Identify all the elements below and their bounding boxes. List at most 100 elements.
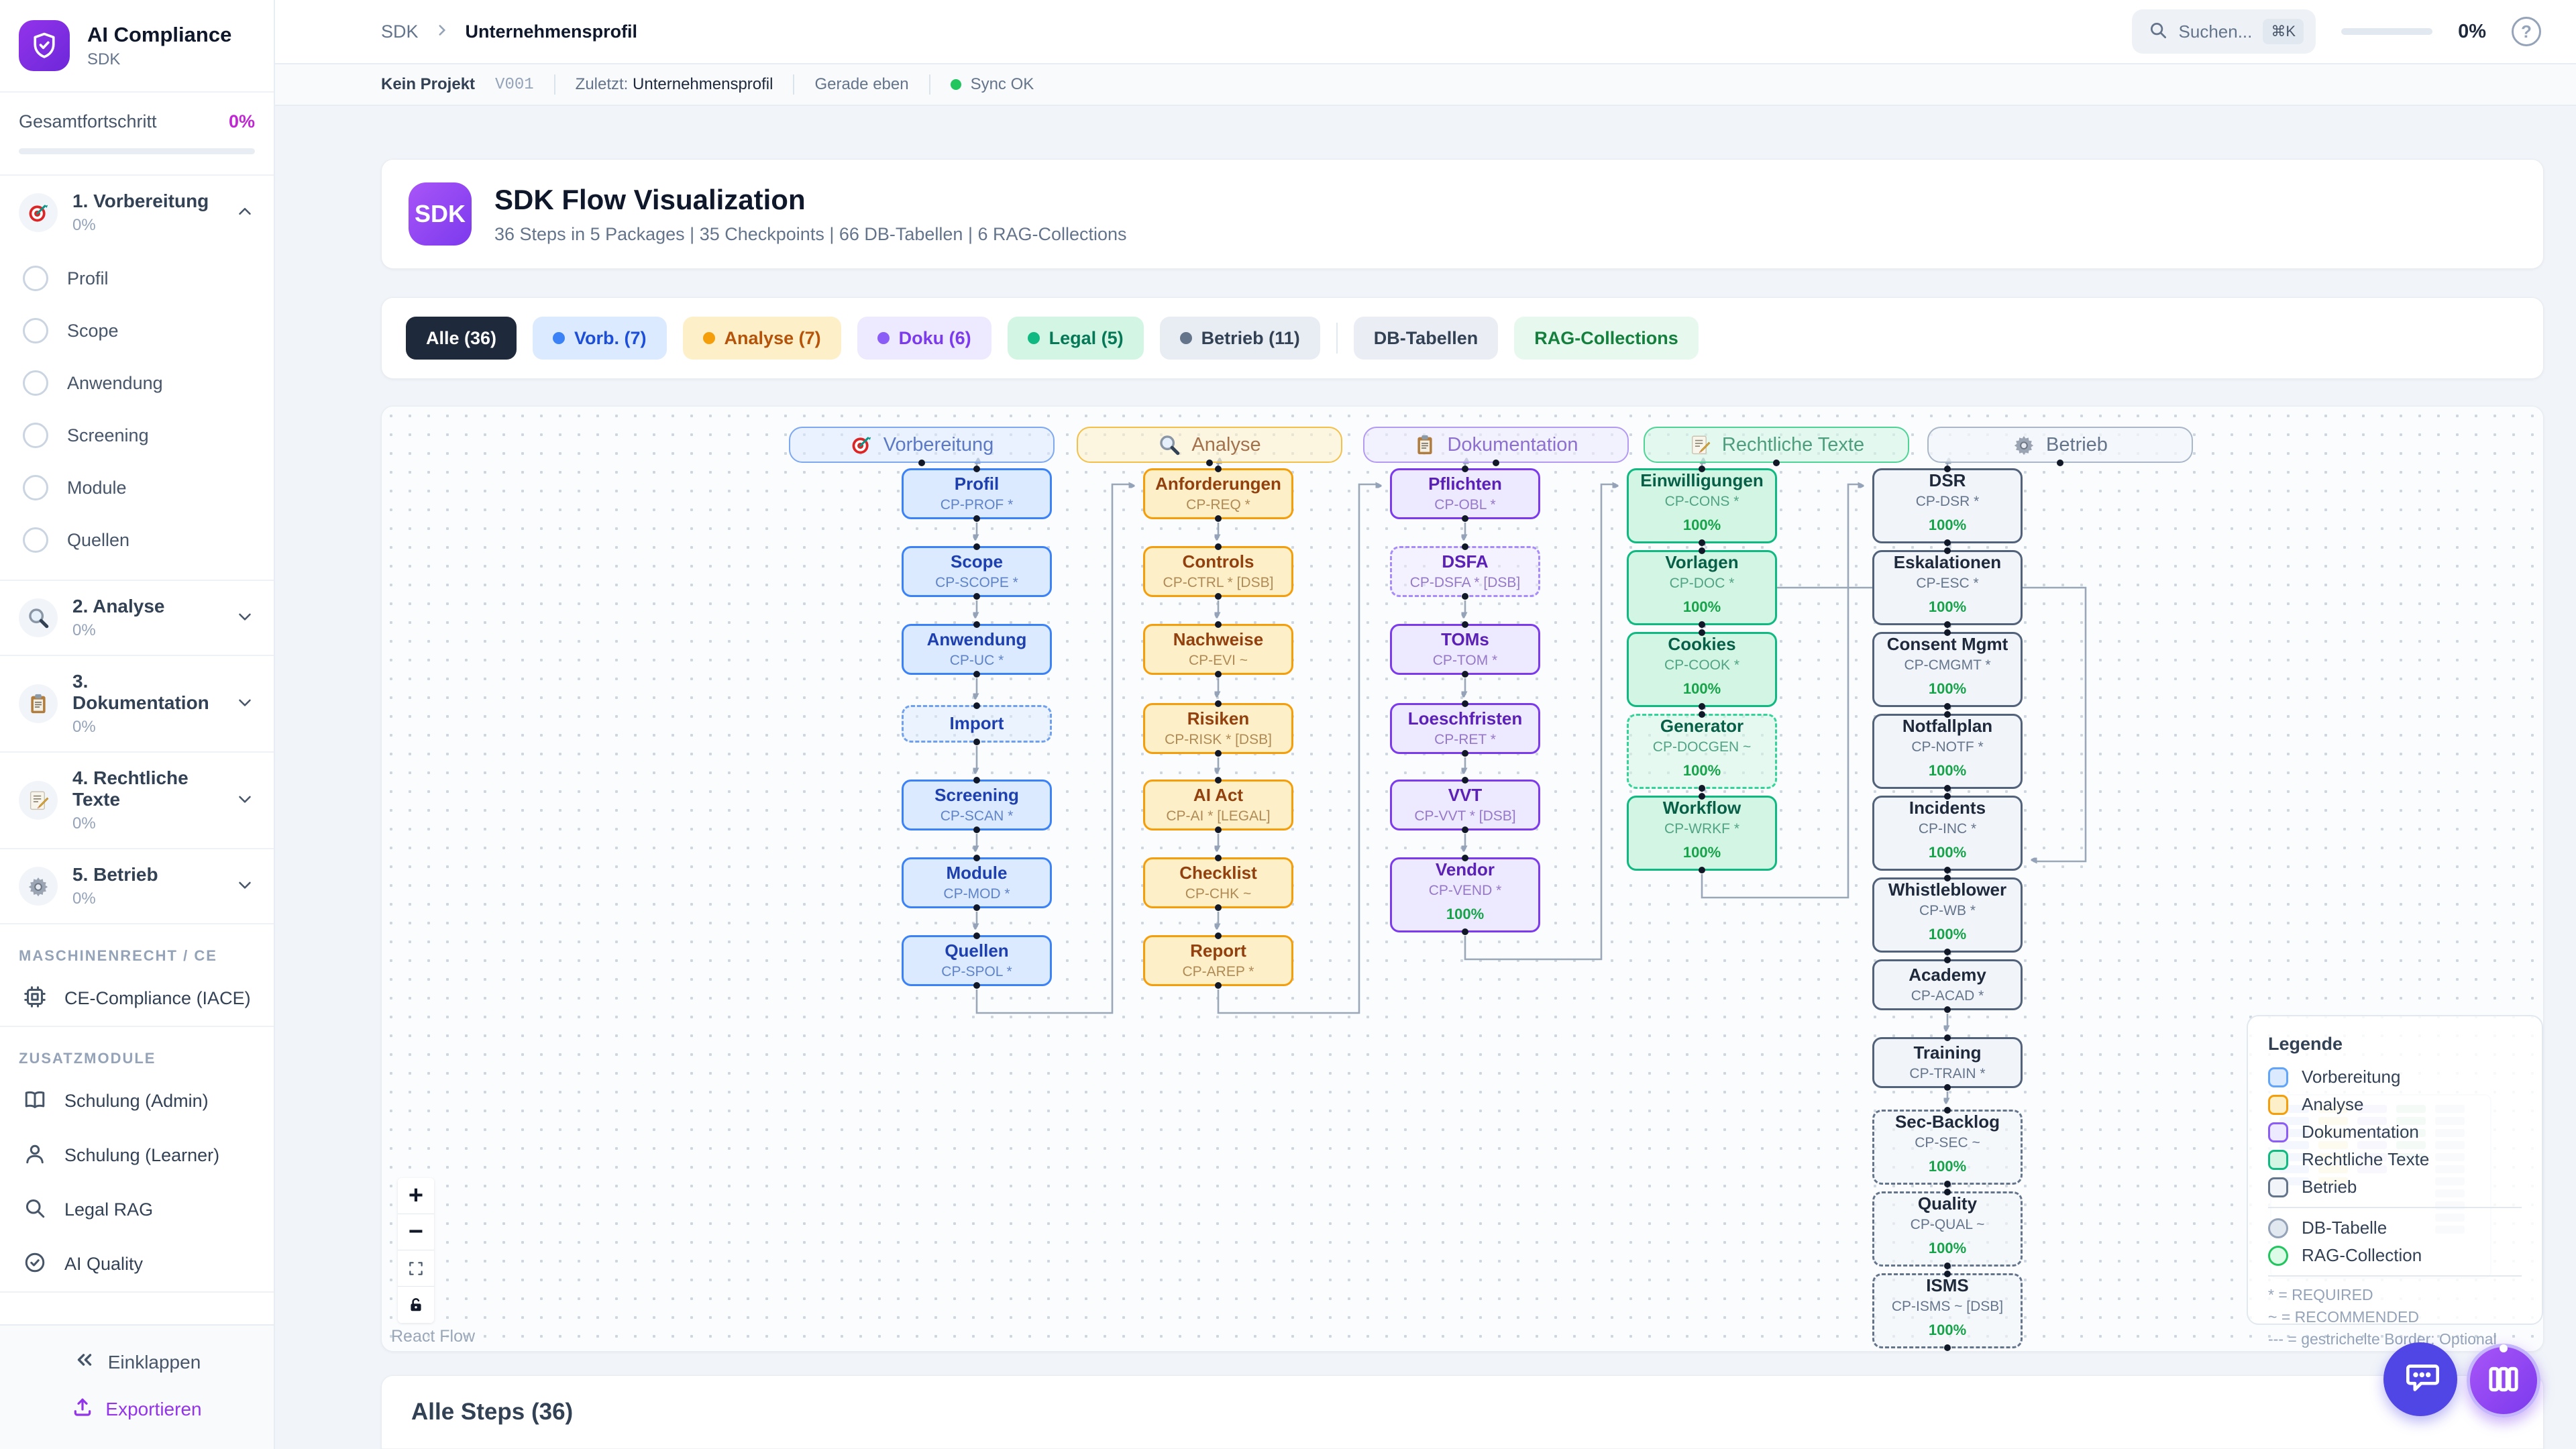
- legend-note: * = REQUIRED: [2268, 1286, 2373, 1303]
- sidebar-item-anwendung[interactable]: Anwendung: [0, 357, 274, 409]
- sidebar-step-2: 2. Analyse 0%: [0, 581, 274, 656]
- flow-controls: +−: [398, 1178, 434, 1323]
- breadcrumb-sdk[interactable]: SDK: [381, 21, 419, 42]
- flow-node-import[interactable]: Import: [902, 702, 1052, 745]
- legend-item-betrieb: Betrieb: [2268, 1177, 2522, 1197]
- sidebar-item-profil[interactable]: Profil: [0, 252, 274, 305]
- filter-chip-legal[interactable]: Legal (5): [1007, 317, 1144, 360]
- memo-icon: [1688, 433, 1711, 456]
- book-icon: [23, 1087, 47, 1115]
- legend-note: --- = gestrichelte Border: Optional: [2268, 1330, 2497, 1348]
- filter-chip-vorb[interactable]: Vorb. (7): [533, 317, 667, 360]
- target-icon: [19, 193, 58, 232]
- collapse-label: Einklappen: [107, 1351, 201, 1373]
- step-label: 5. Betrieb: [72, 864, 158, 885]
- user-icon: [23, 1142, 47, 1169]
- step-children: Profil Scope Anwendung Screening Module …: [0, 250, 274, 580]
- package-header-rechtliche-texte[interactable]: Rechtliche Texte: [1644, 427, 1909, 466]
- sidebar-item-schulung-admin-[interactable]: Schulung (Admin): [0, 1074, 274, 1128]
- sidebar-step-header[interactable]: 4. Rechtliche Texte 0%: [0, 753, 274, 848]
- upload-icon: [72, 1396, 93, 1422]
- sidebar-item-module[interactable]: Module: [0, 462, 274, 514]
- sidebar-logo-row: AI Compliance SDK: [0, 0, 274, 93]
- sidebar-item-legal-rag[interactable]: Legal RAG: [0, 1183, 274, 1237]
- zoom-in-button[interactable]: +: [398, 1178, 434, 1214]
- package-header-vorbereitung[interactable]: Vorbereitung: [789, 427, 1055, 466]
- sidebar-section: ZUSATZMODULE Schulung (Admin) Schulung (…: [0, 1027, 274, 1293]
- filter-chip-db[interactable]: DB-Tabellen: [1353, 317, 1499, 360]
- sidebar-step-header[interactable]: 3. Dokumentation 0%: [0, 656, 274, 751]
- sidebar-item-quellen[interactable]: Quellen: [0, 514, 274, 566]
- kanban-fab-button[interactable]: [2467, 1344, 2540, 1417]
- help-icon[interactable]: ?: [2512, 17, 2541, 46]
- filter-chip-analyse[interactable]: Analyse (7): [682, 317, 841, 360]
- export-button[interactable]: Exportieren: [72, 1396, 202, 1422]
- sidebar-step-header[interactable]: 1. Vorbereitung 0%: [0, 176, 274, 250]
- collapse-sidebar-button[interactable]: Einklappen: [73, 1348, 201, 1376]
- sidebar-step-header[interactable]: 5. Betrieb 0%: [0, 849, 274, 923]
- sidebar-item-ce-compliance-iace-[interactable]: CE-Compliance (IACE): [0, 971, 274, 1026]
- package-header-betrieb[interactable]: Betrieb: [1927, 427, 2193, 466]
- sidebar-step-header[interactable]: 2. Analyse 0%: [0, 581, 274, 655]
- legend-item-rechtliche-texte: Rechtliche Texte: [2268, 1149, 2522, 1170]
- filter-chip-betrieb[interactable]: Betrieb (11): [1159, 317, 1320, 360]
- legend-title: Legende: [2268, 1034, 2343, 1054]
- filter-chip-all[interactable]: Alle (36): [406, 317, 517, 360]
- sidebar-item-ai-quality[interactable]: AI Quality: [0, 1237, 274, 1291]
- sidebar-item-screening[interactable]: Screening: [0, 409, 274, 462]
- last-saved-time: Gerade eben: [814, 75, 909, 93]
- package-header-analyse[interactable]: Analyse: [1077, 427, 1342, 466]
- package-header-dokumentation[interactable]: Dokumentation: [1363, 427, 1629, 466]
- fit-view-button[interactable]: [398, 1250, 434, 1287]
- sidebar-item-schulung-learner-[interactable]: Schulung (Learner): [0, 1128, 274, 1183]
- chat-fab-button[interactable]: [2383, 1342, 2457, 1416]
- filter-chip-doku[interactable]: Doku (6): [857, 317, 991, 360]
- legend-swatch: [2268, 1122, 2288, 1142]
- sidebar-steps: 1. Vorbereitung 0% Profil Scope Anwendun…: [0, 176, 274, 1324]
- memo-icon: [19, 781, 58, 820]
- filter-chip-rag[interactable]: RAG-Collections: [1514, 317, 1699, 360]
- search-input[interactable]: Suchen... ⌘K: [2131, 9, 2316, 54]
- lock-button[interactable]: [398, 1287, 434, 1323]
- magnifier-icon: [19, 598, 58, 637]
- sidebar-item-scope[interactable]: Scope: [0, 305, 274, 357]
- zoom-out-button[interactable]: −: [398, 1214, 434, 1250]
